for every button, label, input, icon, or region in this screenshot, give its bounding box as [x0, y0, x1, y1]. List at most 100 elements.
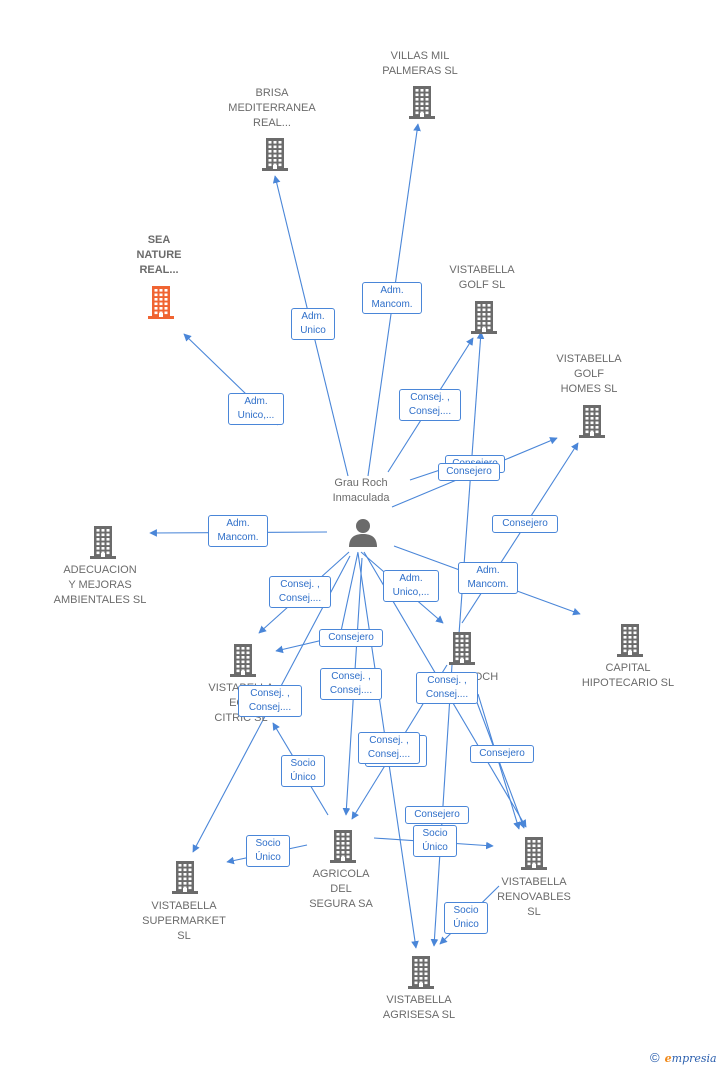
company-node-vgolfhomes[interactable]	[576, 404, 608, 443]
company-label-line: MEDITERRANEA	[228, 102, 316, 114]
relation-label[interactable]: Consejero	[470, 745, 534, 763]
relation-label-line: Consejero	[414, 809, 460, 820]
company-node-brisa[interactable]	[259, 137, 291, 176]
relation-label[interactable]: Adm.Mancom.	[208, 515, 268, 547]
company-label-line: SUPERMARKET	[142, 915, 226, 927]
relation-label-line: Adm.	[476, 565, 500, 576]
relation-label[interactable]: Adm. Unico	[291, 308, 335, 340]
building-icon	[408, 956, 434, 989]
building-icon	[449, 632, 475, 665]
person-icon	[349, 519, 377, 547]
relation-label-line: Adm.	[380, 285, 404, 296]
relation-label-line: Consej. ,	[250, 688, 290, 699]
building-icon	[148, 286, 174, 319]
company-label-adecuacion[interactable]: ADECUACION Y MEJORAS AMBIENTALES SL	[35, 563, 165, 608]
company-label-line: AMBIENTALES SL	[53, 594, 147, 606]
company-label-line: SEGURA SA	[309, 898, 373, 910]
company-label-line: VISTABELLA	[556, 353, 622, 365]
relation-label-line: Mancom.	[467, 579, 509, 590]
relation-label-line: Consej. ,	[427, 675, 467, 686]
company-node-renovables[interactable]	[518, 836, 550, 875]
relation-label-line: Consej....	[329, 685, 373, 696]
building-icon	[330, 830, 356, 863]
relation-label[interactable]: Consejero	[405, 806, 469, 824]
person-node[interactable]	[347, 516, 379, 548]
company-node-citric[interactable]	[227, 643, 259, 682]
company-node-agricola[interactable]	[327, 829, 359, 868]
relation-label-line: Consej....	[408, 406, 452, 417]
person-name-line-1: Grau Roch	[334, 477, 388, 489]
relation-label-line: Unico	[300, 325, 326, 336]
relation-label-line: Consej....	[278, 593, 322, 604]
relation-label[interactable]: Consej. ,Consej....	[320, 668, 382, 700]
relation-label-line: Adm.	[244, 396, 268, 407]
relation-label[interactable]: Adm. Mancom.	[458, 562, 518, 594]
company-node-supermarket[interactable]	[169, 860, 201, 899]
relation-label[interactable]: Consejero	[438, 463, 500, 481]
relation-label[interactable]: Adm.Unico,...	[383, 570, 439, 602]
building-icon	[90, 526, 116, 559]
relation-label-line: Consej....	[248, 702, 292, 713]
relation-label[interactable]: Adm. Unico,...	[228, 393, 284, 425]
relation-label[interactable]: Consej. , Consej....	[416, 672, 478, 704]
company-label-renovables[interactable]: VISTABELLA RENOVABLES SL	[469, 875, 599, 920]
relation-label-line: Único	[453, 919, 479, 930]
relation-label-line: Adm.	[226, 518, 250, 529]
relation-label[interactable]: Adm.Mancom.	[362, 282, 422, 314]
relation-label-line: Adm.	[301, 311, 325, 322]
relation-label[interactable]: Consej. ,Consej....	[358, 732, 420, 764]
company-label-line: VISTABELLA	[386, 994, 452, 1006]
relation-label-line: Consejero	[328, 632, 374, 643]
company-label-line: VISTABELLA	[501, 876, 567, 888]
company-label-line: SEA	[147, 234, 171, 246]
relation-label[interactable]: Consej. , Consej....	[269, 576, 331, 608]
company-label-line: RENOVABLES	[497, 891, 571, 903]
person-name[interactable]: Grau Roch Inmaculada	[296, 476, 426, 506]
relation-label-line: Unico,...	[237, 410, 275, 421]
company-node-agrisesa[interactable]	[405, 955, 437, 994]
company-label-line: GOLF SL	[458, 279, 506, 291]
company-label-line: CAPITAL	[605, 662, 651, 674]
building-icon	[230, 644, 256, 677]
company-label-line: ADECUACION	[63, 564, 137, 576]
company-node-adecuacion[interactable]	[87, 525, 119, 564]
company-node-vgolf[interactable]	[468, 300, 500, 339]
building-icon	[471, 301, 497, 334]
company-node-sea[interactable]	[145, 285, 177, 324]
relation-label-line: Único	[290, 772, 316, 783]
brand-logo: empresia	[664, 1052, 717, 1065]
relation-label-line: Socio	[422, 828, 448, 839]
relation-label-line: Unico,...	[392, 587, 430, 598]
relation-label[interactable]: Consej. ,Consej....	[399, 389, 461, 421]
company-label-line: REAL...	[253, 117, 291, 129]
company-label-line: Y MEJORAS	[68, 579, 132, 591]
company-label-line: BRISA	[255, 87, 289, 99]
relation-label[interactable]: Consejero	[492, 515, 558, 533]
building-icon	[262, 138, 288, 171]
relation-label[interactable]: Consej. , Consej....	[238, 685, 302, 717]
company-label-line: GOLF	[574, 368, 604, 380]
company-node-roch[interactable]	[446, 631, 478, 670]
relation-label-line: Consej....	[425, 689, 469, 700]
relation-label-line: Consejero	[502, 518, 548, 529]
company-label-line: SL	[527, 906, 541, 918]
company-node-villas[interactable]	[406, 85, 438, 124]
relation-label[interactable]: Consejero	[319, 629, 383, 647]
company-node-capital[interactable]	[614, 623, 646, 662]
relation-label-line: Consej. ,	[280, 579, 320, 590]
building-icon	[172, 861, 198, 894]
company-label-brisa[interactable]: BRISA MEDITERRANEA REAL...	[207, 86, 337, 131]
company-label-line: NATURE	[136, 249, 182, 261]
